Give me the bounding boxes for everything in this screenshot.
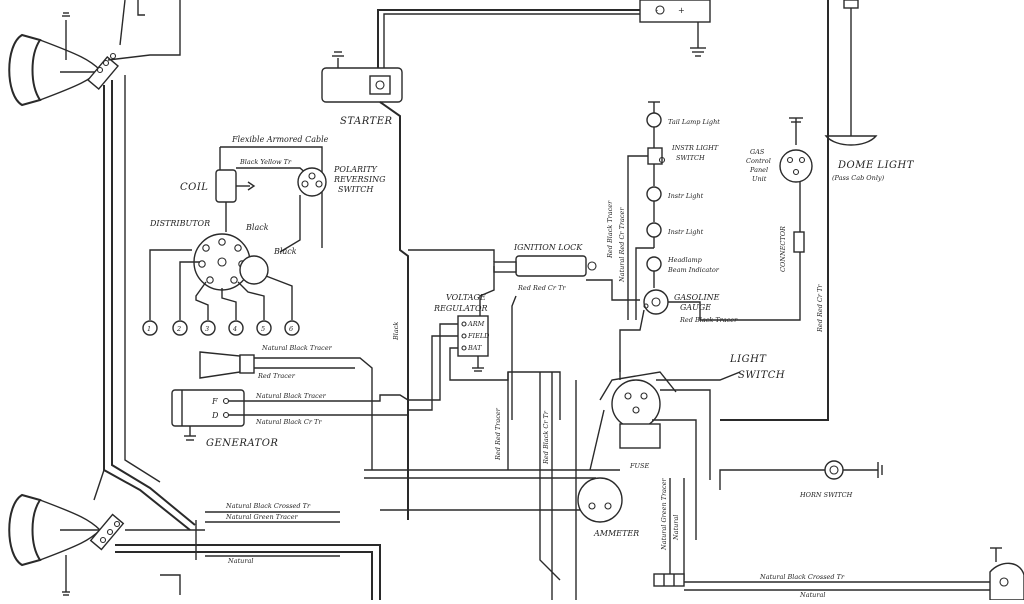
ignition-coil: COIL — [180, 169, 256, 203]
red-red-tracer-label: Red Red Cr Tr — [517, 284, 566, 292]
junction-block-lower-left — [89, 513, 125, 551]
generator: F D GENERATOR — [171, 389, 278, 449]
vertical-red-tracer-label: Red Black Tracer — [606, 200, 614, 259]
ignition-lock-label: IGNITION LOCK — [513, 243, 583, 252]
light-switch-label-1: LIGHT — [729, 354, 767, 365]
dome-light-note: (Pass Cab Only) — [832, 174, 885, 182]
dome-light-label: DOME LIGHT — [837, 160, 915, 171]
battery-minus-label: - — [656, 6, 658, 14]
gasoline-gauge-label-1: GASOLINE — [674, 293, 720, 302]
instr-light-switch-label-1: INSTR LIGHT — [671, 144, 719, 152]
vertical-red-black-label: Red Black Cr Tr — [542, 410, 550, 465]
rear-connector — [653, 573, 685, 587]
distributor: DISTRIBUTOR — [149, 219, 269, 291]
black-label: Black — [245, 223, 269, 232]
regulator-arm-label: ARM — [467, 320, 485, 328]
light-switch-label-2: SWITCH — [738, 370, 785, 381]
horn — [199, 351, 255, 379]
regulator-bat-label: BAT — [467, 344, 482, 352]
beam-indicator-label-1: Headlamp — [667, 256, 703, 264]
beam-indicator-label-2: Beam Indicator — [667, 266, 720, 274]
ammeter-label: AMMETER — [593, 529, 639, 538]
polarity-label-2: REVERSING — [333, 175, 386, 184]
instr-light-1-label: Instr Light — [667, 192, 704, 200]
tail-lamp-bottom-right — [989, 547, 1024, 601]
natural-green-tracer-label: Natural Green Tracer — [225, 513, 299, 521]
natural-black-tracer-2-label: Natural Black Tracer — [255, 392, 327, 400]
terminal-3: 3 — [205, 325, 209, 333]
gas-panel-label-2: Control — [746, 157, 771, 165]
ignition-lock: IGNITION LOCK Red Red Cr Tr — [493, 243, 597, 292]
junction-block-upper-left — [87, 52, 119, 90]
tail-lamp-light: Tail Lamp Light — [646, 101, 720, 128]
coil-label: COIL — [180, 182, 208, 193]
gas-panel-label-3: Panel — [749, 166, 768, 174]
starter-motor: STARTER — [321, 51, 403, 127]
headlamp-beam-indicator: Headlamp Beam Indicator — [646, 256, 720, 288]
terminal-4: 4 — [232, 325, 237, 333]
vertical-natural-label: Natural — [672, 515, 680, 541]
voltage-label-1: VOLTAGE — [446, 293, 486, 302]
gasoline-gauge: GASOLINE GAUGE Red Black Tracer — [643, 289, 738, 324]
gas-panel-label-4: Unit — [752, 175, 767, 183]
horn-switch: HORN SWITCH — [799, 460, 883, 499]
headlamp-upper-left — [8, 12, 110, 107]
fuse-label: FUSE — [629, 462, 649, 470]
red-tracer-label: Red Tracer — [257, 372, 296, 380]
battery-top: - + — [639, 0, 711, 57]
vertical-red-red-label: Red Red Tracer — [494, 407, 502, 461]
connector-label: CONNECTOR — [779, 226, 787, 272]
natural-black-cross-tracer-label: Natural Black Cr Tr — [255, 418, 322, 426]
instr-light-2-label: Instr Light — [667, 228, 704, 236]
generator-d-label: D — [211, 411, 219, 420]
gas-control-panel-unit: GAS Control Panel Unit — [746, 117, 813, 183]
black-yellow-tracer-label: Black Yellow Tr — [239, 158, 292, 166]
vertical-black-label: Black — [392, 322, 400, 341]
gas-panel-label-1: GAS — [750, 148, 765, 156]
tail-lamp-label: Tail Lamp Light — [668, 118, 720, 126]
polarity-reversing-switch: POLARITY REVERSING SWITCH — [297, 165, 386, 197]
terminal-1: 1 — [147, 325, 151, 333]
starter-label: STARTER — [340, 116, 393, 127]
light-switch: LIGHT SWITCH FUSE — [599, 354, 785, 540]
distributor-terminals: 1 2 3 4 5 6 — [142, 320, 300, 336]
connector: CONNECTOR — [779, 226, 805, 272]
natural-black-tracer-label: Natural Black Tracer — [261, 344, 333, 352]
polarity-label-3: SWITCH — [338, 185, 374, 194]
natural-black-crossed-tr-2-label: Natural Black Crossed Tr — [759, 573, 845, 581]
vertical-natural-green-label: Natural Green Tracer — [660, 477, 668, 551]
generator-label: GENERATOR — [206, 438, 278, 449]
natural-2-label: Natural — [799, 591, 825, 599]
generator-f-label: F — [211, 397, 218, 406]
vertical-red-red-tr-label: Red Red Cr Tr — [816, 284, 824, 333]
distributor-label: DISTRIBUTOR — [149, 219, 210, 228]
instrument-light-1: Instr Light — [646, 164, 704, 202]
ammeter: AMMETER — [577, 477, 639, 538]
terminal-5: 5 — [261, 325, 265, 333]
natural-label: Natural — [227, 557, 253, 565]
instrument-light-switch: INSTR LIGHT SWITCH — [647, 127, 719, 165]
terminal-6: 6 — [289, 325, 293, 333]
vertical-natural-red-label: Natural Red Cr Tracer — [618, 207, 626, 283]
instrument-light-2: Instr Light — [646, 201, 704, 248]
flexible-armored-cable-label: Flexible Armored Cable — [231, 135, 329, 144]
gasoline-gauge-label-2: GAUGE — [680, 303, 711, 312]
voltage-regulator: VOLTAGE REGULATOR ARM FIELD BAT — [433, 293, 490, 372]
voltage-label-2: REGULATOR — [433, 304, 488, 313]
regulator-field-label: FIELD — [467, 332, 490, 340]
natural-black-crossed-tr-label: Natural Black Crossed Tr — [225, 502, 311, 510]
terminal-2: 2 — [176, 325, 181, 333]
dome-light: DOME LIGHT (Pass Cab Only) — [824, 0, 915, 182]
battery-plus-label: + — [678, 6, 685, 15]
headlamp-lower-left — [8, 493, 101, 596]
horn-switch-label: HORN SWITCH — [799, 491, 853, 499]
polarity-label-1: POLARITY — [333, 165, 378, 174]
instr-light-switch-label-2: SWITCH — [676, 154, 705, 162]
black-label-2: Black — [273, 247, 297, 256]
